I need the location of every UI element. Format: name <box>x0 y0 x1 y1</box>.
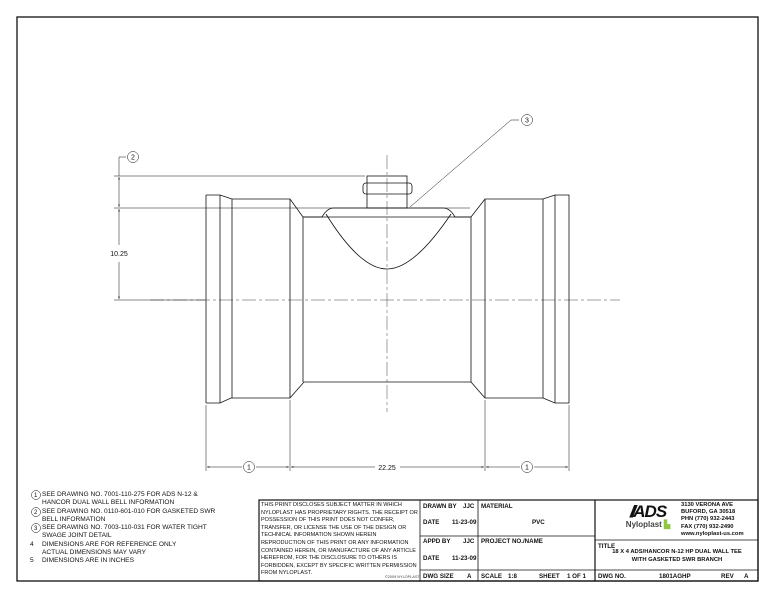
note-4-number: 4 <box>30 540 34 548</box>
dwg-no-value: 1801AGHP <box>659 573 691 580</box>
note-3-number: 3 <box>34 526 38 533</box>
title-line-1: 18 X 4 ADS/HANCOR N-12 HP DUAL WALL TEE <box>612 549 742 555</box>
material-label: MATERIAL <box>481 503 513 510</box>
drawing-title: 18 X 4 ADS/HANCOR N-12 HP DUAL WALL TEE … <box>596 549 758 564</box>
bell-inner-lines <box>219 195 556 403</box>
note-1: SEE DRAWING NO. 7001-110-275 FOR ADS N-1… <box>30 491 215 508</box>
company-address: 3130 VERONA AVE BUFORD, GA 30518 PHN (77… <box>681 502 744 538</box>
drawn-by-label: DRAWN BY <box>423 503 457 510</box>
note-circle-numbers: 1 2 3 <box>34 492 37 533</box>
disclaimer-text: THIS PRINT DISCLOSES SUBJECT MATTER IN W… <box>261 502 418 577</box>
dwg-size-label: DWG SIZE <box>423 573 454 580</box>
note-4-line-1: DIMENSIONS ARE FOR REFERENCE ONLY <box>42 540 177 548</box>
tee-outline-top <box>205 194 570 404</box>
material-value: PVC <box>532 519 545 526</box>
general-notes: SEE DRAWING NO. 7001-110-275 FOR ADS N-1… <box>30 491 215 566</box>
ads-nyloplast-logo: //ADS Nyloplast ▙ <box>625 502 671 529</box>
project-label: PROJECT NO./NAME <box>481 538 543 545</box>
title-label: TITLE <box>598 543 616 550</box>
note-3-line-1: SEE DRAWING NO. 7003-110-031 FOR WATER T… <box>42 524 207 532</box>
note-2: SEE DRAWING NO. 0110-601-010 FOR GASKETE… <box>30 508 215 525</box>
title-line-2: WITH GASKETED SWR BRANCH <box>631 556 723 563</box>
note-5-line-1: DIMENSIONS ARE IN INCHES <box>42 557 134 565</box>
note-5-number: 5 <box>30 557 34 565</box>
dim-height-label: 10.25 <box>110 251 128 258</box>
address-line-1: 3130 VERONA AVE <box>681 502 733 508</box>
dwg-size-value: A <box>467 573 472 580</box>
dim-length-label: 22.25 <box>378 465 396 472</box>
callout-3: 3 <box>525 118 529 125</box>
note-2-line-1: SEE DRAWING NO. 0110-601-010 FOR GASKETE… <box>42 507 216 515</box>
scale-value: 1:8 <box>508 573 517 580</box>
drawn-by-value: JJC <box>463 503 475 510</box>
note-1-number: 1 <box>34 493 38 499</box>
sheet-label: SHEET <box>539 573 560 580</box>
note-3-line-2: SWAGE JOINT DETAIL <box>42 532 112 540</box>
address-fax: FAX (770) 932-2490 <box>681 523 734 530</box>
scale-label: SCALE <box>481 573 502 580</box>
date-value-1: 11-23-09 <box>452 519 477 526</box>
callout-2: 2 <box>131 155 135 162</box>
callout-1-right: 1 <box>525 465 529 472</box>
note-1-line-1: SEE DRAWING NO. 7001-110-275 FOR ADS N-1… <box>42 491 198 498</box>
appd-by-label: APPD BY <box>423 538 451 545</box>
note-3: SEE DRAWING NO. 7003-110-031 FOR WATER T… <box>30 524 215 541</box>
address-line-2: BUFORD, GA 30518 <box>681 509 736 516</box>
dwg-no-label: DWG NO. <box>598 573 626 580</box>
logo-nyloplast-text: Nyloplast <box>625 520 662 529</box>
note-4-line-2: ACTUAL DIMENSIONS MAY VARY <box>42 549 147 557</box>
note-2-number: 2 <box>34 509 38 516</box>
appd-by-value: JJC <box>463 538 475 545</box>
note-5: 5 DIMENSIONS ARE IN INCHES <box>30 557 215 565</box>
dimensions <box>31 114 570 533</box>
note-1-line-2: HANCOR DUAL WALL BELL INFORMATION <box>42 499 175 507</box>
title-block-lines <box>258 499 759 582</box>
note-2-line-2: BELL INFORMATION <box>42 515 106 523</box>
tee-fitting <box>205 175 570 404</box>
rev-value: A <box>744 573 749 580</box>
centerlines <box>150 155 620 412</box>
address-website: www.nyloplast-us.com <box>681 530 744 537</box>
date-label-1: DATE <box>423 519 440 526</box>
date-label-2: DATE <box>423 555 440 562</box>
proprietary-disclaimer: THIS PRINT DISCLOSES SUBJECT MATTER IN W… <box>261 502 421 578</box>
sheet-value: 1 OF 1 <box>567 573 586 580</box>
callout-1-left: 1 <box>247 465 251 472</box>
logo-ads-text: ADS <box>633 502 667 521</box>
copyright: ©2009 NYLOPLAST <box>385 575 420 579</box>
address-phone: PHN (770) 932-2443 <box>681 516 735 523</box>
rev-label: REV <box>721 573 734 580</box>
date-value-2: 11-23-09 <box>452 555 477 562</box>
gasket-ring <box>362 182 413 195</box>
